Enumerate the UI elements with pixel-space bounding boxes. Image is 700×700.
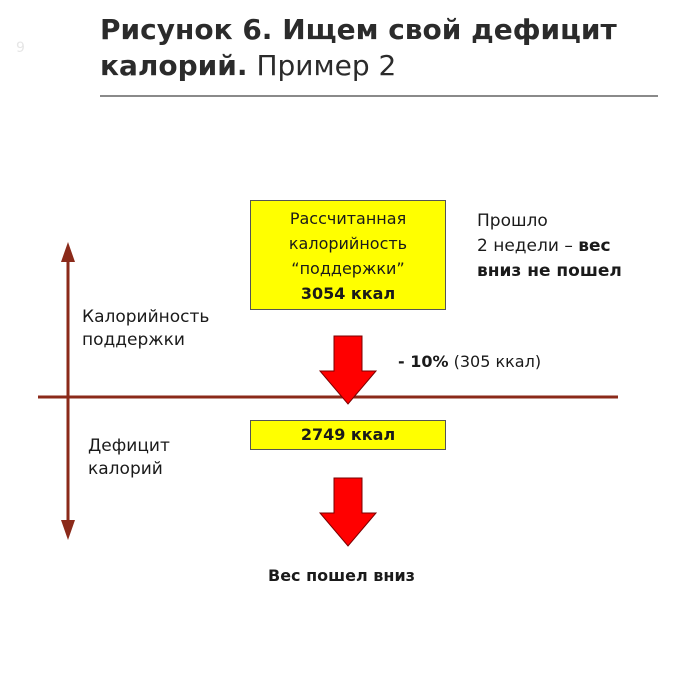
note-line2-normal: 2 недели – [477, 236, 579, 256]
slide-title: Рисунок 6. Ищем свой дефицит калорий. Пр… [100, 12, 680, 84]
box-top-line2: калорийность [288, 234, 408, 253]
deficit-label-line1: Дефицит [88, 436, 170, 456]
result-label: Вес пошел вниз [268, 566, 415, 585]
note-line2: 2 недели – вес [477, 234, 622, 259]
red-down-arrow-icon [318, 335, 378, 405]
page-number: 9 [16, 40, 25, 56]
reduction-label: - 10% (305 ккал) [398, 352, 541, 371]
note-line2-bold: вес [578, 236, 611, 256]
note-line3-bold: вниз не пошел [477, 261, 622, 281]
reduction-percent: - 10% [398, 352, 449, 371]
box-top-line3: “поддержки” [291, 259, 405, 278]
note-line3: вниз не пошел [477, 259, 622, 284]
box-top-value: 3054 ккал [300, 284, 396, 303]
deficit-calories-label: Дефицит калорий [88, 435, 170, 481]
deficit-calories-box: 2749 ккал [250, 420, 446, 450]
maintenance-calories-box: Рассчитанная калорийность “поддержки” 30… [250, 200, 446, 310]
box-bottom-value: 2749 ккал [300, 425, 396, 444]
support-calories-label: Калорийность поддержки [82, 306, 209, 352]
vertical-axis-arrow-up-icon [61, 242, 75, 262]
support-label-line1: Калорийность [82, 307, 210, 327]
reduction-amount: (305 ккал) [453, 352, 542, 371]
title-bold: Рисунок 6. Ищем свой дефицит калорий. [100, 13, 617, 82]
title-normal: Пример 2 [256, 49, 397, 82]
title-divider [100, 95, 658, 97]
box-top-line1: Рассчитанная [289, 209, 407, 228]
red-down-arrow-icon-2 [318, 477, 378, 547]
vertical-axis-arrow-down-icon [61, 520, 75, 540]
support-label-line2: поддержки [82, 330, 185, 350]
progress-note: Прошло 2 недели – вес вниз не пошел [477, 209, 622, 284]
deficit-label-line2: калорий [88, 459, 163, 479]
note-line1: Прошло [477, 211, 548, 231]
